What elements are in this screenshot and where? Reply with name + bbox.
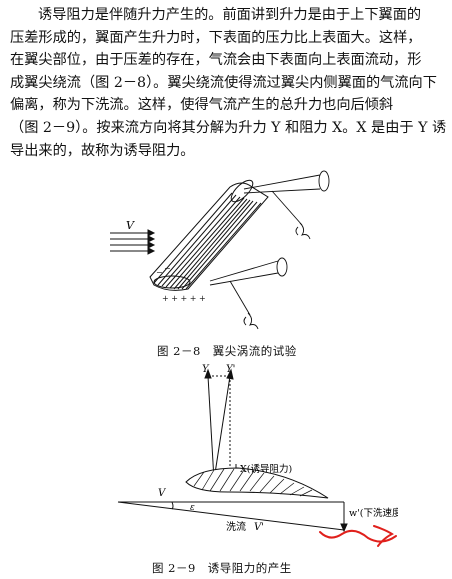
paragraph-line: 在翼尖部位，由于压差的存在，气流会由下表面向上表面流动，形: [10, 52, 422, 69]
svg-text:+ + + + +: + + + + +: [162, 294, 206, 303]
paragraph-line: 成翼尖绕流（图 2－8）。翼尖绕流使得流过翼尖内侧翼面的气流向下: [10, 74, 437, 91]
paragraph-line: 压差形成的，翼面产生升力时，下表面的压力比上表面大。这样，: [10, 29, 422, 46]
label-downwash-velocity: w'(下洗速度): [349, 507, 398, 519]
label-y-prime: Y': [226, 364, 235, 375]
airfoil-section: [185, 467, 329, 499]
lift-vector-y: [207, 375, 215, 481]
paragraph-line: 偏离，称为下洗流。这样，使得气流产生的总升力也向后倾斜: [10, 97, 394, 114]
paragraph-line: 诱导阻力是伴随升力产生的。前面讲到升力是由于上下翼面的: [38, 7, 422, 23]
red-annotation-arrow: [319, 525, 397, 547]
label-induced-drag: X(诱导阻力): [240, 463, 292, 475]
lift-vector-y-prime: [213, 375, 231, 481]
flow-velocity-label: V: [126, 219, 135, 232]
incoming-flow-arrows: [110, 229, 156, 255]
svg-text:−: −: [156, 268, 163, 277]
upper-tuft-probe: [243, 170, 330, 240]
figure-2-9-caption: 图 2－9 诱导阻力的产生: [152, 561, 292, 575]
induced-drag-figure: Y Y' X(诱导阻力) V ε w'(下洗速度) 洗流 V': [117, 364, 398, 547]
wingtip-vortex-figure: V + + + + + −−: [110, 170, 330, 330]
body-paragraph: 诱导阻力是伴随升力产生的。前面讲到升力是由于上下翼面的 压差形成的，翼面产生升力…: [10, 4, 447, 162]
paragraph-line: 导出来的，故称为诱导阻力。: [10, 142, 195, 159]
label-v: V: [158, 488, 167, 499]
wing-shape: [149, 179, 269, 291]
label-epsilon: ε: [190, 503, 195, 513]
figure-2-8-caption: 图 2－8 翼尖涡流的试验: [157, 344, 297, 358]
pressure-signs: + + + + + −−: [156, 264, 206, 303]
label-y: Y: [202, 364, 210, 375]
svg-text:−: −: [164, 264, 171, 273]
label-v-prime: V': [254, 522, 264, 533]
lower-tuft-probe: [209, 257, 288, 330]
paragraph-line: （图 2－9）。按来流方向将其分解为升力 Y 和阻力 X。X 是由于 Y 诱: [10, 119, 447, 136]
label-downwash-flow: 洗流: [226, 520, 246, 533]
